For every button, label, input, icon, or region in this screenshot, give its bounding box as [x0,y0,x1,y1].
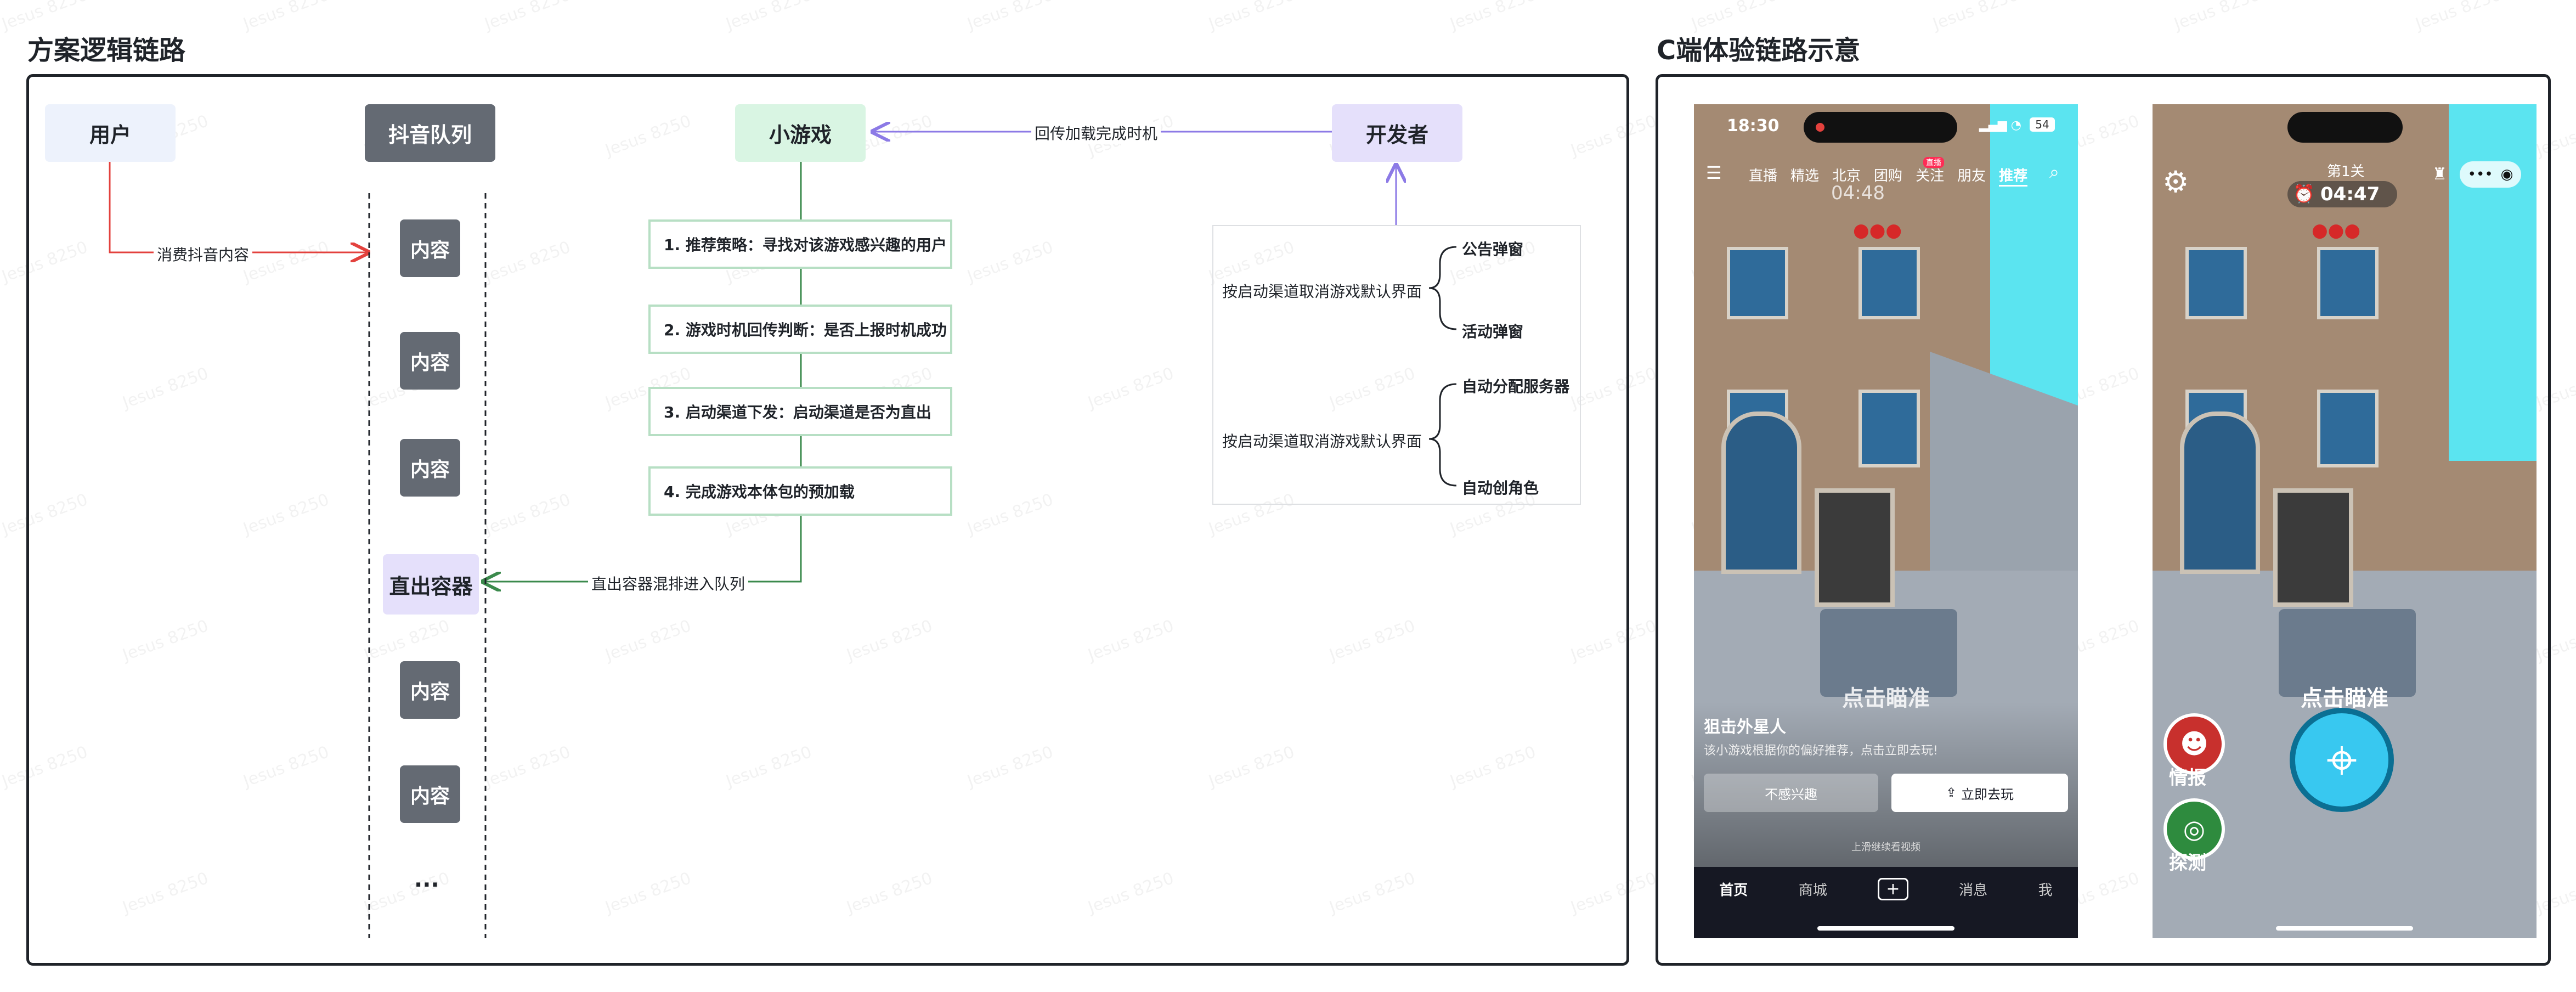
game-card-desc: 该小游戏根据你的偏好推荐，点击立即去玩! [1704,744,1938,758]
nav-me[interactable]: 我 [2038,882,2053,899]
dynamic-island [2287,112,2403,143]
edge-label-callback: 回传加载完成时机 [1031,122,1161,144]
right-section-title: C端体验链路示意 [1657,35,1861,66]
intel-label: 情报 [2169,767,2206,789]
status-time: 18:30 [1727,116,1780,136]
more-icon[interactable]: ••• [2467,166,2493,183]
node-douyin-queue: 抖音队列 [365,104,495,162]
radar-icon[interactable]: ◎ [2163,798,2225,860]
nav-home[interactable]: 首页 [1719,882,1748,899]
dynamic-island [1804,112,1957,143]
nav-messages[interactable]: 消息 [1959,882,1988,899]
game-timer: 04:48 [1831,182,1885,204]
window [2317,390,2379,467]
dev-group1-item: 活动弹窗 [1462,323,1524,341]
not-interested-button[interactable]: 不感兴趣 [1704,774,1878,812]
menu-icon[interactable]: ☰ [1706,162,1722,183]
step-2: 2. 游戏时机回传判断：是否上报时机成功 [648,305,952,354]
tab-group-buy[interactable]: 团购 [1874,168,1903,184]
edge-label-consume: 消费抖音内容 [154,243,253,265]
window [1727,247,1788,319]
dev-group1-label: 按启动渠道取消游戏默认界面 [1222,283,1422,301]
home-indicator [1817,926,1954,931]
battery-icon: 54 [2030,117,2055,132]
step-4: 4. 完成游戏本体包的预加载 [648,466,952,516]
detect-label: 探测 [2169,852,2206,874]
queue-item-content: 内容 [400,765,460,823]
logic-diagram-frame [26,74,1629,966]
window [1858,390,1920,467]
mini-program-capsule[interactable]: ••• ◉ [2460,161,2521,188]
aim-hint: 点击瞄准 [1842,686,1930,711]
window [2317,247,2379,319]
window [2185,247,2247,319]
phone-game-screenshot: ⚙ 第1关 ⏰ 04:47 ●●● ♜ ••• ◉ 点击瞄准 ⌖ ☻ 情报 ◎ 探… [2153,104,2537,938]
aim-button-crosshair-icon[interactable]: ⌖ [2290,708,2394,812]
dev-group1-item: 公告弹窗 [1462,240,1524,258]
close-target-icon[interactable]: ◉ [2500,166,2513,183]
nav-mall[interactable]: 商城 [1798,882,1827,899]
level-label: 第1关 [2327,164,2365,180]
node-mini-game: 小游戏 [735,104,866,162]
sky [2449,104,2537,461]
clock-icon: ⏰ [2293,183,2315,204]
timer-pill [2287,181,2397,207]
edge-label-mix: 直出容器混排进入队列 [588,572,749,594]
tab-beijing[interactable]: 北京 [1832,168,1861,184]
phone-feed-screenshot: 18:30 ▂▄▆ ◔ 54 ☰ 直播 精选 北京 团购 关注 朋友 推荐 直播… [1694,104,2078,938]
queue-ellipsis: ... [414,867,439,892]
node-user: 用户 [45,104,176,162]
node-developer: 开发者 [1332,104,1462,162]
dev-group2-item: 自动分配服务器 [1462,377,1570,396]
dev-group2-label: 按启动渠道取消游戏默认界面 [1222,432,1422,450]
queue-item-direct-container: 直出容器 [383,554,479,615]
arched-window [2180,412,2260,574]
developer-config-box [1212,225,1581,505]
game-card-title: 狙击外星人 [1704,718,1786,737]
intel-alien-icon[interactable]: ☻ [2163,713,2225,775]
bottom-nav-items: 首页 商城 + 消息 我 [1694,878,2078,900]
signal-icon: ▂▄▆ ◔ [1979,119,2021,132]
swipe-hint: 上滑继续看视频 [1851,842,1920,853]
aim-hint: 点击瞄准 [2301,686,2388,711]
tab-live[interactable]: 直播 [1749,168,1778,184]
play-now-label: 立即去玩 [1961,786,2014,802]
lives-icon: ●●● [1853,219,1902,241]
recording-dot-icon [1816,123,1824,132]
step-1: 1. 推荐策略：寻找对该游戏感兴趣的用户 [648,219,952,269]
upload-icon: ⇪ [1945,785,1957,801]
step-3: 3. 启动渠道下发：启动渠道是否为直出 [648,387,952,436]
left-section-title: 方案逻辑链路 [27,35,186,66]
queue-item-content: 内容 [400,219,460,277]
home-indicator [2276,926,2413,931]
door [2273,488,2353,607]
door [1815,488,1895,607]
play-now-button[interactable]: ⇪立即去玩 [1891,774,2068,812]
dev-group2-item: 自动创角色 [1462,479,1539,497]
queue-item-content: 内容 [400,439,460,497]
arched-window [1721,412,1801,574]
nav-create-button[interactable]: + [1878,878,1908,900]
bus-stop [1820,609,1957,697]
queue-item-content: 内容 [400,332,460,390]
lives-icon: ●●● [2312,219,2361,241]
edge-consume [109,162,369,252]
tab-friends[interactable]: 朋友 [1957,168,1986,184]
tab-featured[interactable]: 精选 [1790,168,1820,184]
follow-live-badge: 直播 [1923,157,1944,168]
tab-recommend[interactable]: 推荐 [1999,165,2028,187]
top-tabs: 直播 精选 北京 团购 关注 朋友 推荐 [1749,165,2028,187]
settings-gear-icon[interactable]: ⚙ [2162,165,2189,199]
queue-item-content: 内容 [400,661,460,719]
tab-follow[interactable]: 关注 [1916,168,1945,184]
window [1858,247,1920,319]
experience-frame [1656,74,2551,966]
game-timer: 04:47 [2320,183,2380,205]
joystick-icon[interactable]: ♜ [2432,165,2447,184]
search-icon[interactable]: ⌕ [2049,161,2059,182]
bus-stop [2279,609,2416,697]
